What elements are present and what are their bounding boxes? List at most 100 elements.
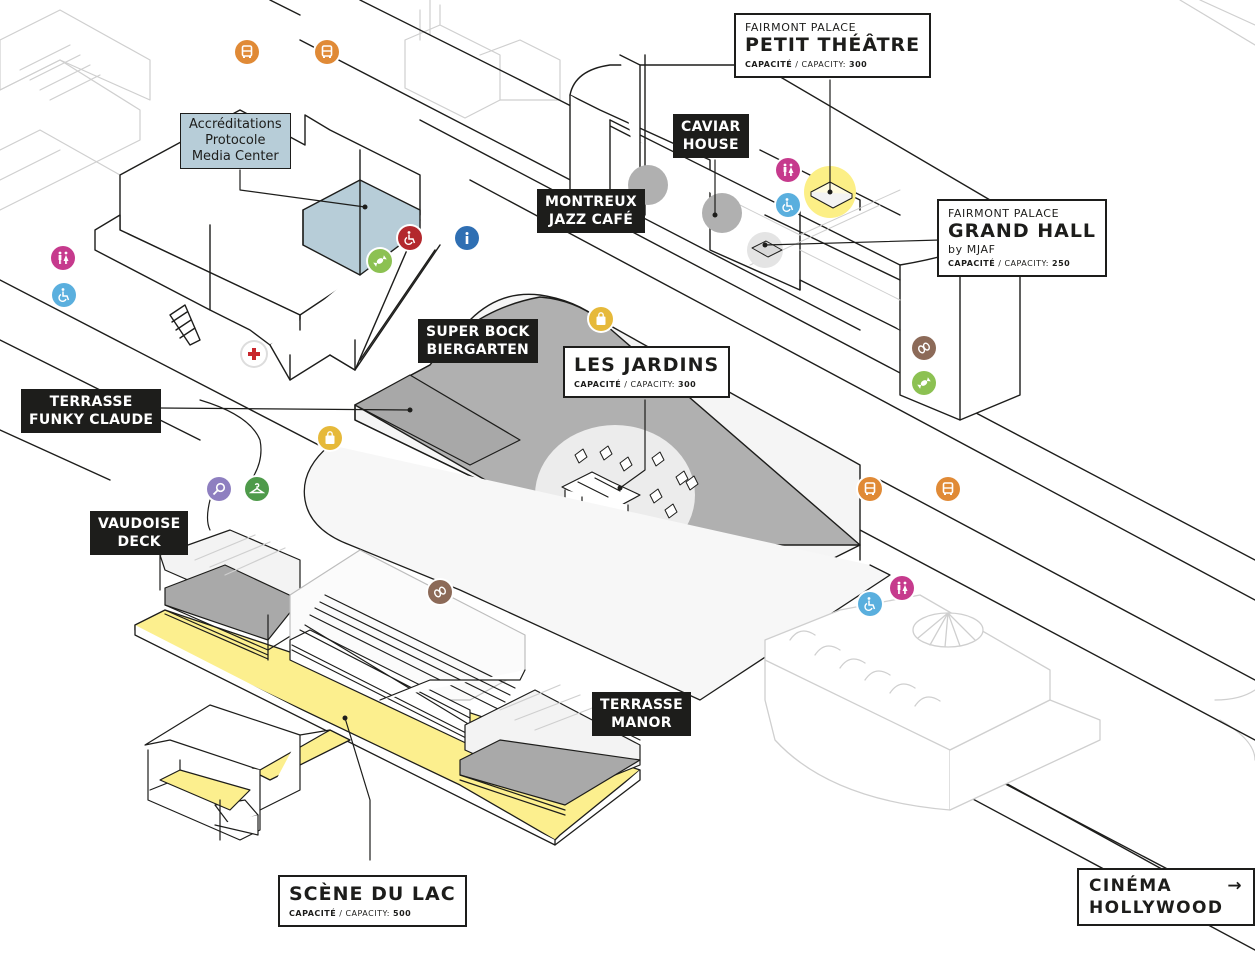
capacity-label-fr: CAPACITÉ	[745, 60, 793, 69]
capacity-label-en: / CAPACITY:	[792, 60, 850, 69]
capacity-value: 500	[393, 909, 412, 918]
wheelchair-icon	[402, 230, 418, 246]
capacity-label-fr: CAPACITÉ	[289, 909, 337, 918]
wheelchair-icon	[56, 287, 72, 303]
petit-theatre-capacity: CAPACITÉ / CAPACITY: 300	[745, 60, 920, 69]
coffee-icon	[432, 584, 448, 600]
scene-du-lac-name: SCÈNE DU LAC	[289, 883, 456, 905]
lost-found-icon	[211, 481, 227, 497]
label-line: MONTREUX	[545, 194, 638, 210]
poi-accessible[interactable]	[776, 193, 800, 217]
label-line: VAUDOISE	[98, 516, 181, 532]
label-vaudoise-deck[interactable]: VAUDOISE DECK	[90, 511, 189, 555]
arrow-right-icon: →	[1227, 876, 1243, 896]
les-jardins-capacity: CAPACITÉ / CAPACITY: 300	[574, 380, 719, 389]
label-terrasse-funky-claude[interactable]: TERRASSE FUNKY CLAUDE	[21, 389, 162, 433]
label-line: TERRASSE	[49, 394, 133, 410]
toilets-icon	[894, 580, 910, 596]
accreditations-label[interactable]: Accréditations Protocole Media Center	[180, 113, 291, 169]
label-line: BIERGARTEN	[426, 342, 530, 358]
bus-icon	[239, 44, 255, 60]
poi-shop[interactable]	[589, 307, 613, 331]
les-jardins-name: LES JARDINS	[574, 354, 720, 376]
grand-hall-capacity: CAPACITÉ / CAPACITY: 250	[948, 259, 1096, 268]
poi-bus[interactable]	[936, 477, 960, 501]
venue-petit-theatre[interactable]: FAIRMONT PALACE PETIT THÉÂTRE CAPACITÉ /…	[734, 13, 932, 78]
candy-icon	[372, 253, 388, 269]
caviar-house-marker	[702, 193, 742, 233]
wheelchair-icon	[780, 197, 796, 213]
label-super-bock-biergarten[interactable]: SUPER BOCK BIERGARTEN	[418, 319, 538, 363]
capacity-label-en: / CAPACITY:	[336, 909, 394, 918]
scene-du-lac-capacity: CAPACITÉ / CAPACITY: 500	[289, 909, 456, 918]
grand-hall-venue-group: FAIRMONT PALACE	[948, 207, 1060, 220]
label-line: DECK	[117, 534, 161, 550]
poi-coffee[interactable]	[428, 580, 452, 604]
poi-shop[interactable]	[318, 426, 342, 450]
label-line: FUNKY CLAUDE	[29, 412, 154, 428]
poi-candy[interactable]	[368, 249, 392, 273]
venue-grand-hall[interactable]: FAIRMONT PALACE GRAND HALL by MJAF CAPAC…	[937, 199, 1108, 277]
capacity-value: 250	[1052, 259, 1071, 268]
poi-accessible_red[interactable]	[398, 226, 422, 250]
bus-icon	[319, 44, 335, 60]
toilets-icon	[780, 162, 796, 178]
candy-icon	[916, 375, 932, 391]
capacity-label-fr: CAPACITÉ	[948, 259, 996, 268]
cinema-line-2: HOLLYWOOD	[1089, 898, 1224, 918]
info-icon	[459, 230, 475, 246]
deck-chairs	[574, 445, 699, 519]
cloakroom-icon	[249, 481, 265, 497]
grand-hall-name: GRAND HALL	[948, 220, 1097, 242]
poi-toilets[interactable]	[776, 158, 800, 182]
capacity-label-fr: CAPACITÉ	[574, 380, 622, 389]
accreditations-line-1: Accréditations	[189, 117, 282, 132]
poi-toilets[interactable]	[51, 246, 75, 270]
venue-les-jardins[interactable]: LES JARDINS CAPACITÉ / CAPACITY: 300	[563, 346, 731, 398]
capacity-label-en: / CAPACITY:	[995, 259, 1053, 268]
poi-first_aid[interactable]	[242, 342, 266, 366]
bus-icon	[940, 481, 956, 497]
shopping-bag-icon	[322, 430, 338, 446]
capacity-value: 300	[678, 380, 697, 389]
cinema-building	[764, 594, 1101, 811]
shopping-bag-icon	[593, 311, 609, 327]
coffee-icon	[916, 340, 932, 356]
poi-accessible[interactable]	[52, 283, 76, 307]
label-line: SUPER BOCK	[426, 324, 530, 340]
lakeside-pavilion	[144, 704, 331, 841]
label-terrasse-manor[interactable]: TERRASSE MANOR	[592, 692, 692, 736]
label-line: CAVIAR	[681, 119, 741, 135]
venue-scene-du-lac[interactable]: SCÈNE DU LAC CAPACITÉ / CAPACITY: 500	[278, 875, 467, 927]
label-line: HOUSE	[682, 137, 739, 153]
label-line: JAZZ CAFÉ	[548, 212, 634, 228]
cinema-line-1: CINÉMA	[1089, 876, 1173, 896]
poi-info[interactable]	[455, 226, 479, 250]
poi-accessible[interactable]	[858, 592, 882, 616]
petit-theatre-name: PETIT THÉÂTRE	[745, 34, 921, 56]
poi-candy[interactable]	[912, 371, 936, 395]
label-line: TERRASSE	[600, 697, 684, 713]
wheelchair-icon	[862, 596, 878, 612]
poi-bus[interactable]	[315, 40, 339, 64]
cinema-hollywood-link[interactable]: CINÉMA → HOLLYWOOD	[1077, 868, 1255, 926]
poi-toilets[interactable]	[890, 576, 914, 600]
label-montreux-jazz-cafe[interactable]: MONTREUX JAZZ CAFÉ	[537, 189, 646, 233]
toilets-icon	[55, 250, 71, 266]
poi-cloakroom[interactable]	[245, 477, 269, 501]
bus-icon	[862, 481, 878, 497]
capacity-label-en: / CAPACITY:	[621, 380, 679, 389]
first-aid-icon	[246, 346, 262, 362]
capacity-value: 300	[849, 60, 868, 69]
poi-bus[interactable]	[858, 477, 882, 501]
accreditations-line-3: Media Center	[191, 149, 279, 164]
terrasse-manor	[459, 684, 641, 816]
poi-search[interactable]	[207, 477, 231, 501]
petit-theatre-venue-group: FAIRMONT PALACE	[745, 21, 857, 34]
poi-bus[interactable]	[235, 40, 259, 64]
label-caviar-house[interactable]: CAVIAR HOUSE	[673, 114, 749, 158]
grandstand	[289, 549, 526, 746]
accreditations-line-2: Protocole	[205, 133, 266, 148]
poi-coffee[interactable]	[912, 336, 936, 360]
